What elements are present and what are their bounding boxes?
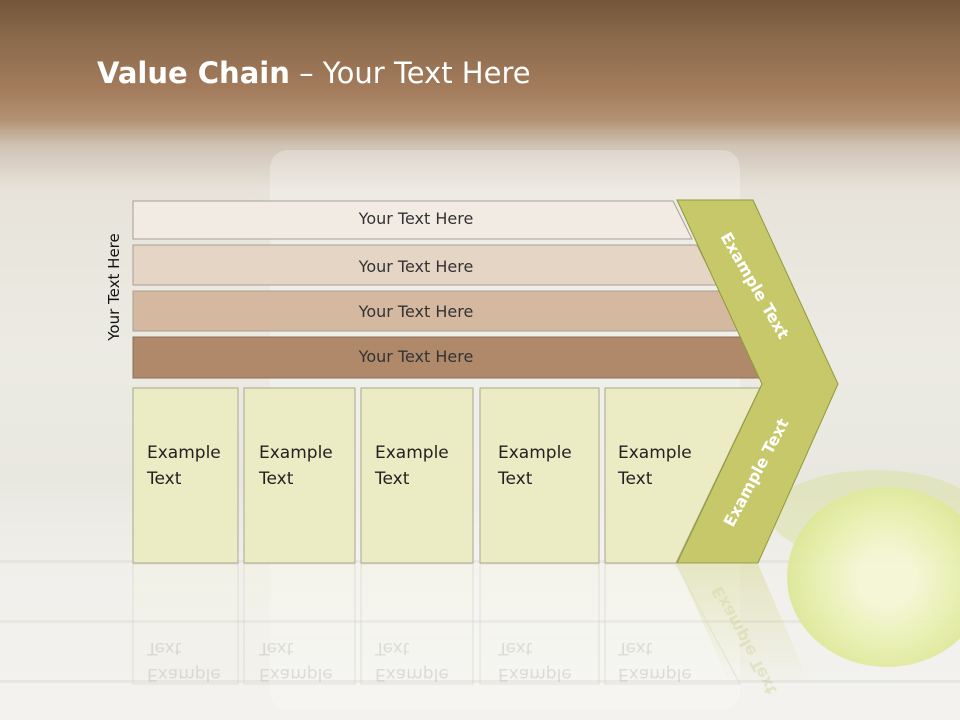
reflection-box-4-line1: Example — [498, 664, 572, 684]
chevron-arrow-shape — [676, 199, 839, 564]
box-5-shape — [604, 387, 761, 564]
reflection-arrow — [677, 564, 810, 684]
box-1-shape — [132, 387, 239, 564]
box-4-line2: Text — [497, 469, 533, 489]
bar-2: Your Text Here — [132, 244, 718, 286]
box-1-line1: Example — [147, 443, 221, 463]
reflection-box-5-line2: Text — [617, 638, 653, 658]
box-1-line2: Text — [146, 469, 182, 489]
bar-4: Your Text Here — [132, 336, 763, 379]
box-5-line1: Example — [618, 443, 692, 463]
reflection-box-5-line1: Example — [618, 664, 692, 684]
reflection-box-4-line2: Text — [497, 638, 533, 658]
box-3-shape — [360, 387, 474, 564]
reflection-box-1 — [132, 563, 239, 685]
reflection-box-3 — [360, 563, 474, 685]
box-3: Example Text — [360, 387, 474, 564]
box-2-line2: Text — [258, 469, 294, 489]
bar-1-label: Your Text Here — [358, 209, 474, 228]
box-3-line2: Text — [374, 469, 410, 489]
box-5-line2: Text — [617, 469, 653, 489]
box-2: Example Text — [243, 387, 356, 564]
bar-1-shape — [132, 200, 693, 240]
box-2-line1: Example — [259, 443, 333, 463]
reflection-box-2 — [243, 563, 356, 685]
reflection-box-2-line1: Example — [259, 664, 333, 684]
reflection-box-2-line2: Text — [258, 638, 294, 658]
slide-title-rest: – Your Text Here — [289, 56, 531, 90]
bar-1: Your Text Here — [132, 200, 693, 240]
box-1: Example Text — [132, 387, 239, 564]
reflection-box-3-line2: Text — [374, 638, 410, 658]
reflection-box-4 — [479, 563, 600, 685]
bar-2-label: Your Text Here — [358, 257, 474, 276]
box-4: Example Text — [479, 387, 600, 564]
bar-3-label: Your Text Here — [358, 302, 474, 321]
slide-title-bold: Value Chain — [97, 56, 290, 90]
box-4-shape — [479, 387, 600, 564]
diagram-reflection: Example Text Example Text Example Text E… — [132, 563, 810, 698]
box-3-line1: Example — [375, 443, 449, 463]
bar-3: Your Text Here — [132, 290, 740, 332]
slide-title: Value Chain – Your Text Here — [97, 56, 531, 90]
bar-4-label: Your Text Here — [358, 347, 474, 366]
box-5: Example Text — [604, 387, 761, 564]
reflection-box-3-line1: Example — [375, 664, 449, 684]
background-lime-slice — [787, 487, 960, 667]
box-4-line1: Example — [498, 443, 572, 463]
reflection-box-1-line1: Example — [147, 664, 221, 684]
box-2-shape — [243, 387, 356, 564]
reflection-box-1-line2: Text — [146, 638, 182, 658]
